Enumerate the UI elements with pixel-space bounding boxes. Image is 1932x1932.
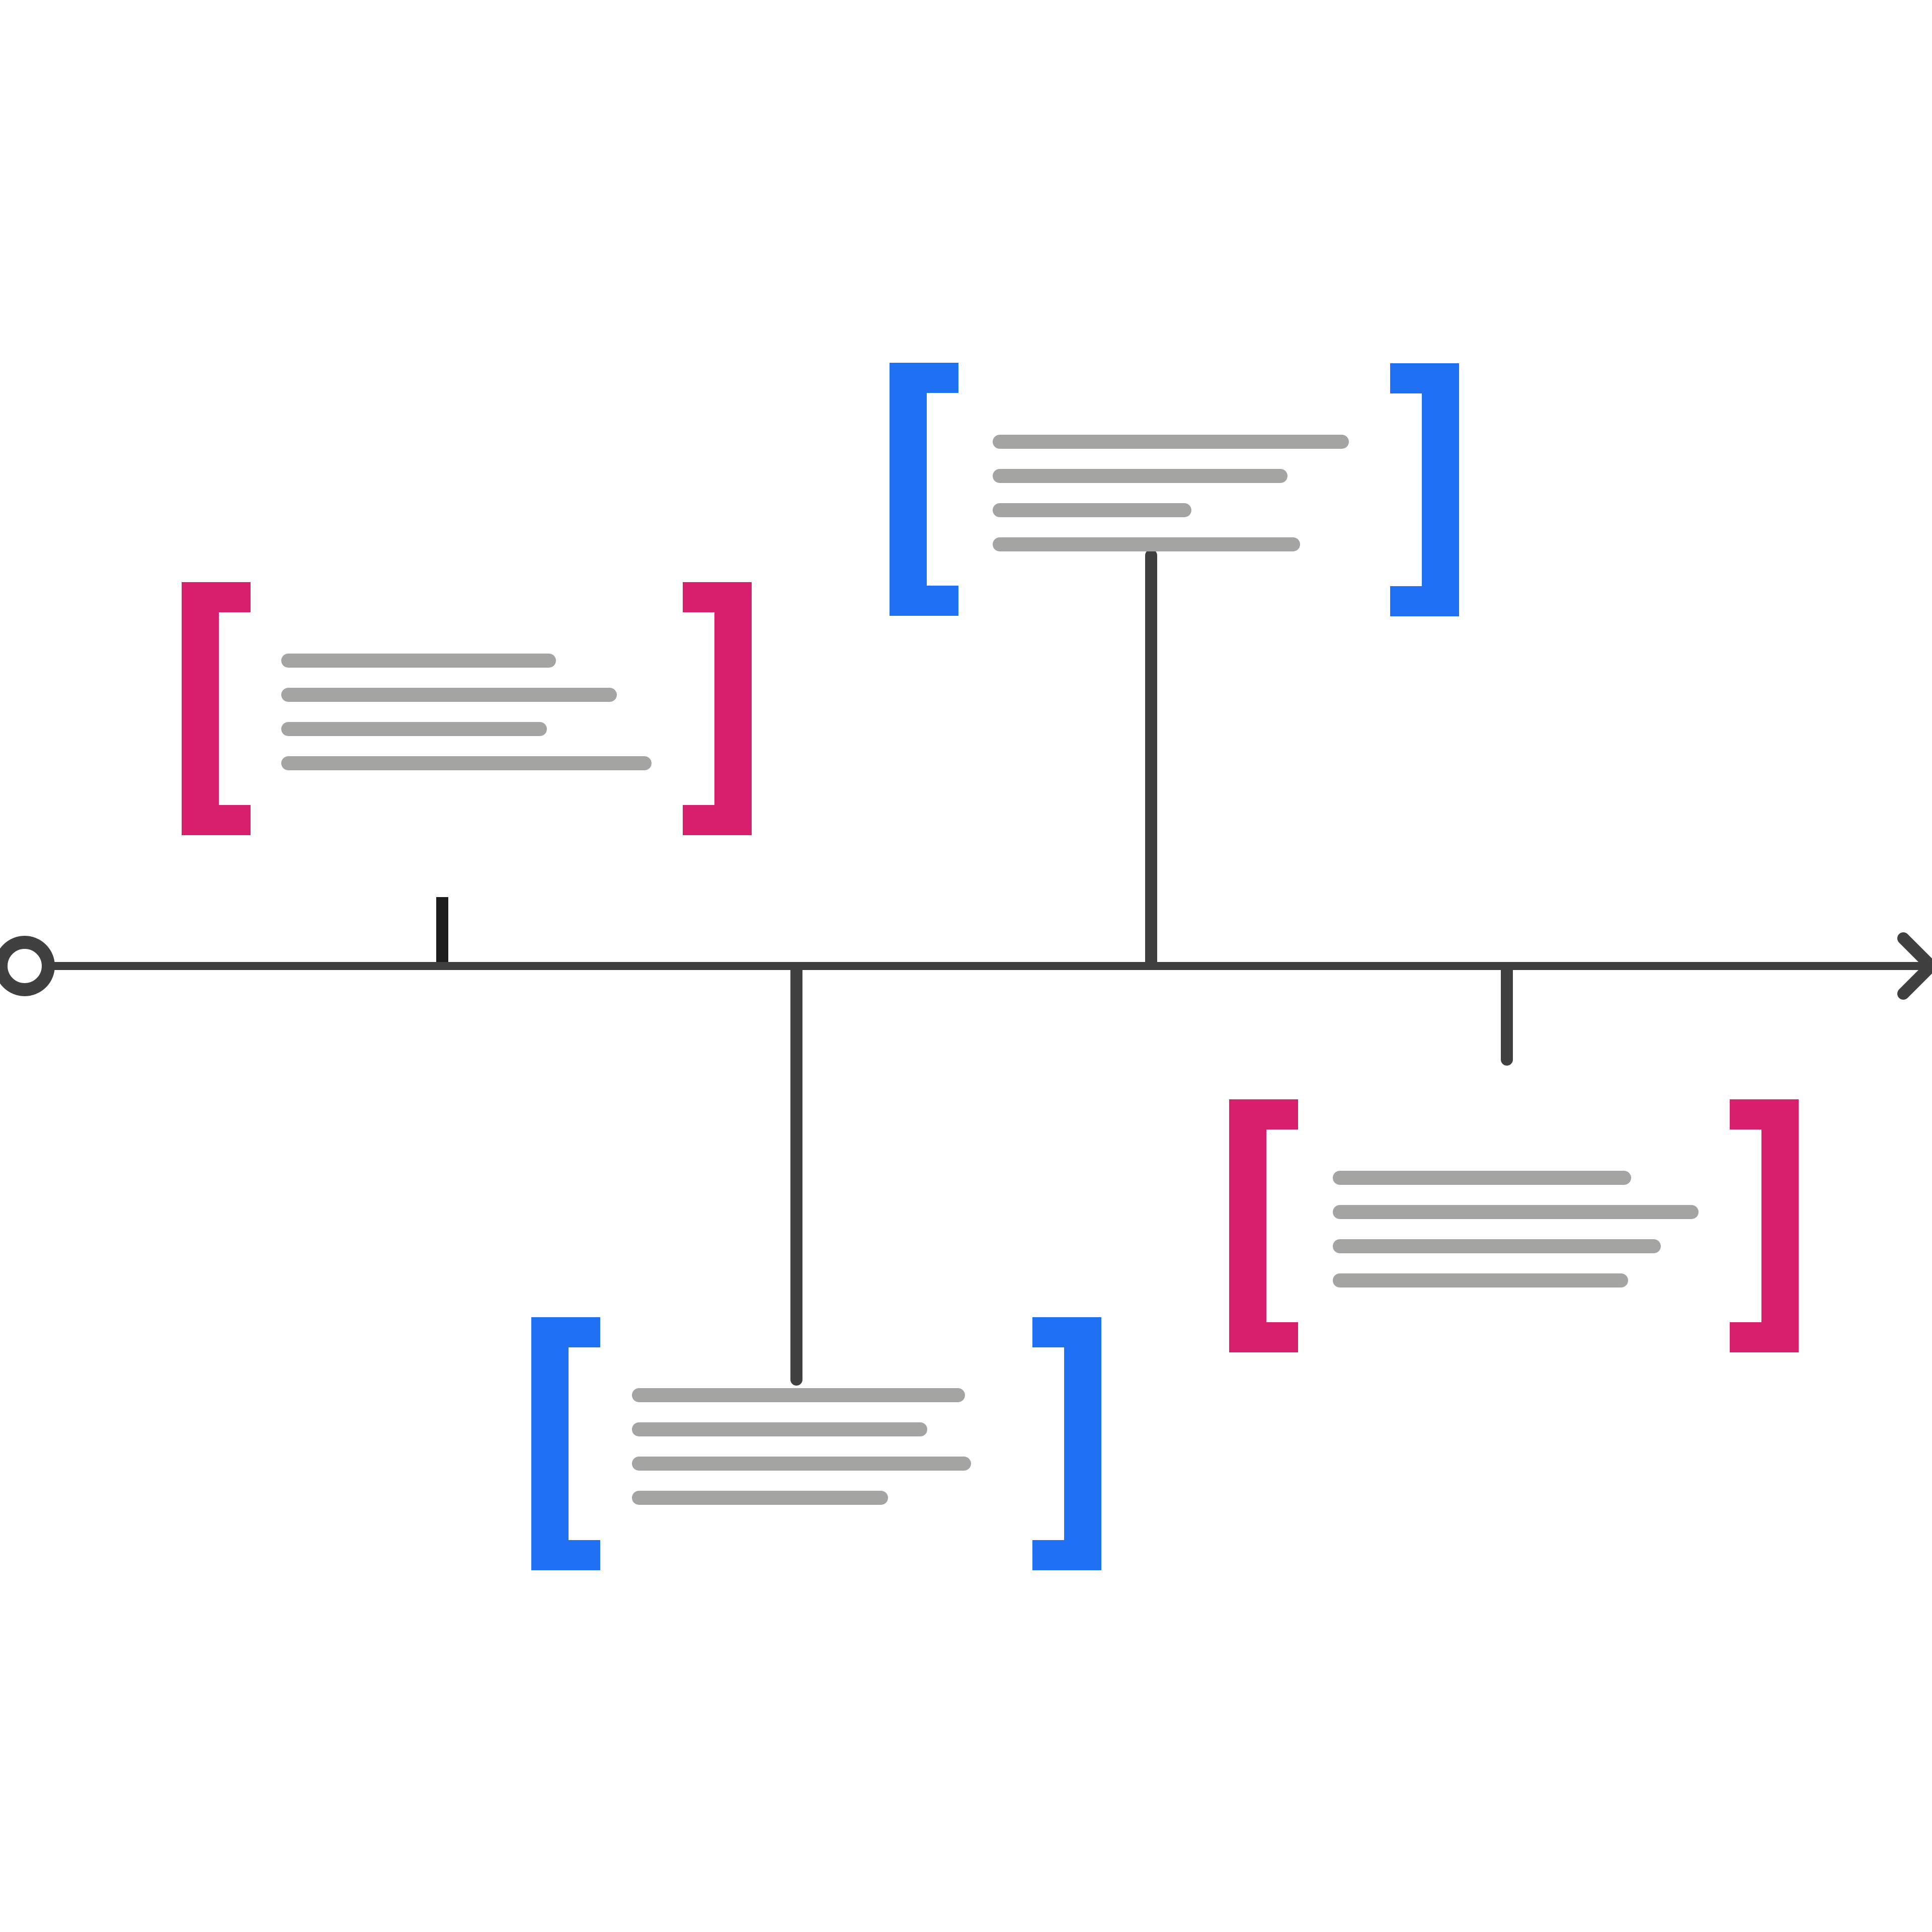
event-1-card (182, 582, 752, 835)
event-4-card (1229, 1099, 1799, 1352)
event-2-text-placeholder (632, 1388, 971, 1505)
event-2-card (531, 1317, 1101, 1570)
event-3-left-bracket (890, 363, 958, 616)
timeline-end-arrow-icon (1897, 932, 1932, 1000)
event-3-right-bracket (1390, 363, 1459, 616)
event-2-left-bracket (531, 1317, 600, 1570)
event-2-right-bracket (1032, 1317, 1101, 1570)
event-3-text-placeholder (993, 435, 1349, 551)
event-3-card (890, 363, 1459, 616)
event-1-right-bracket (683, 582, 752, 835)
event-4-right-bracket (1730, 1099, 1799, 1352)
event-4-text-placeholder (1333, 1171, 1699, 1287)
timeline-start-marker (0, 936, 55, 996)
event-1-left-bracket (182, 582, 251, 835)
event-4-left-bracket (1229, 1099, 1298, 1352)
event-1-text-placeholder (281, 654, 652, 770)
